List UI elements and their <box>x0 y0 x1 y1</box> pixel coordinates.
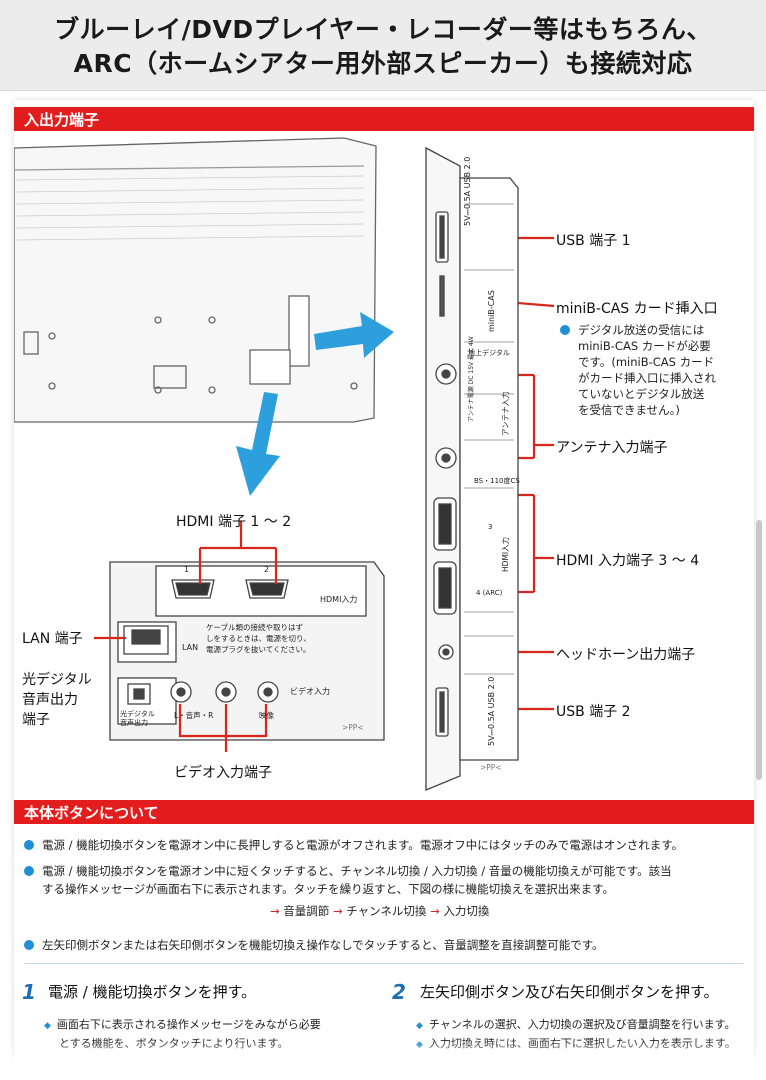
hdmi-in-panel-text: HDMI入力 <box>501 536 510 572</box>
cycle-arrow-icon: → <box>270 904 280 918</box>
label-headphone: ヘッドホーン出力端子 <box>556 647 696 663</box>
bottom-fade <box>0 1040 766 1080</box>
step-2-title: 左矢印側ボタン及び右矢印側ボタンを押す。 <box>420 983 719 1001</box>
hdmi-panel-label: HDMI入力 <box>320 595 358 604</box>
function-cycle: → 音量調節 → チャンネル切換 → 入力切換 <box>270 903 489 919</box>
video-sub-label: 映像 <box>259 711 274 720</box>
bullet-dot-icon <box>24 840 34 850</box>
hdmi3-panel-number: 3 <box>488 523 493 531</box>
side-panel-illustration <box>425 146 519 791</box>
usb2-panel-text: 5V⎓0.5A USB 2.0 <box>487 676 496 746</box>
step-1-number: 1 <box>22 980 36 1004</box>
step-2-number: 2 <box>392 980 406 1004</box>
cas-panel-text: miniB-CAS <box>487 290 496 332</box>
rear-panel-illustration <box>109 561 385 741</box>
bullet-2: 電源 / 機能切換ボタンを電源オン中に短くタッチすると、チャンネル切換 / 入力… <box>24 862 744 880</box>
usb1-panel-text: 5V⎓0.5A USB 2.0 <box>463 156 472 226</box>
terrestrial-panel-text: 地上デジタル <box>468 349 510 357</box>
hdmi4-panel-number: 4 (ARC) <box>476 589 503 597</box>
section-title: 本体ボタンについて <box>24 804 159 822</box>
bullet-1: 電源 / 機能切換ボタンを電源オン中に長押しすると電源がオフされます。電源オフ中… <box>24 836 744 854</box>
terminal-diagram <box>14 137 555 791</box>
bullet-2-cont: する操作メッセージが画面右下に表示されます。タッチを繰り返すと、下図の様に機能切… <box>42 882 615 896</box>
hdmi-port-number-2: 2 <box>264 565 270 574</box>
cycle-input: 入力切換 <box>443 904 490 918</box>
scrollbar[interactable] <box>756 520 762 780</box>
cycle-volume: 音量調節 <box>283 904 330 918</box>
section-header-buttons: 本体ボタンについて <box>14 800 754 824</box>
label-minib-cas: miniB-CAS カード挿入口 <box>556 301 718 317</box>
label-usb2: USB 端子 2 <box>556 704 631 720</box>
banner-line-2: ARC（ホームシアター用外部スピーカー）も接続対応 <box>73 49 693 78</box>
antenna-in-panel-text: アンテナ入力 <box>501 391 510 436</box>
label-lan: LAN 端子 <box>22 631 83 647</box>
step-1-title: 電源 / 機能切換ボタンを押す。 <box>48 983 257 1001</box>
section-header-io: 入出力端子 <box>14 107 754 131</box>
cycle-channel: チャンネル切換 <box>346 904 427 918</box>
antenna-power-text: アンテナ電源 DC 15V 最大 4W <box>468 336 475 422</box>
tv-back-illustration <box>14 137 377 423</box>
bullet-dot-icon <box>24 940 34 950</box>
bs-panel-text: BS・110度CS <box>474 477 520 485</box>
label-usb1: USB 端子 1 <box>556 233 631 249</box>
label-hdmi-1-2: HDMI 端子 1 ～ 2 <box>176 514 292 530</box>
divider <box>24 963 744 964</box>
promo-banner: ブルーレイ/DVDプレイヤー・レコーダー等はもちろん、 ARC（ホームシアター用… <box>0 0 766 91</box>
label-video-in: ビデオ入力端子 <box>174 765 272 781</box>
lan-panel-label: LAN <box>182 643 199 652</box>
hdmi-port-number-1: 1 <box>184 565 190 574</box>
caution-text: ケーブル類の接続や取りはずしをするときは、電源を切り、電源プラグを抜いてください… <box>206 623 311 654</box>
section-title: 入出力端子 <box>24 111 100 129</box>
audio-panel-label: L・音声・R <box>174 711 214 720</box>
label-hdmi-3-4: HDMI 入力端子 3 ～ 4 <box>556 553 700 569</box>
cycle-arrow-icon: → <box>430 904 440 918</box>
video-panel-label: ビデオ入力 <box>290 687 330 696</box>
bullet-dot-icon <box>24 866 34 876</box>
arrow-down-icon <box>236 392 280 496</box>
arrow-right-icon <box>314 312 394 358</box>
diamond-bullet-icon: ◆ <box>416 1021 423 1031</box>
pp-mark: >PP< <box>342 723 364 732</box>
bullet-dot-icon <box>560 325 570 335</box>
label-antenna: アンテナ入力端子 <box>556 440 668 456</box>
diamond-bullet-icon: ◆ <box>44 1021 51 1031</box>
cycle-arrow-icon: → <box>332 904 343 918</box>
cas-note: デジタル放送の受信には miniB-CAS カードが必要 です。(miniB-C… <box>560 322 716 418</box>
manual-page: 入出力端子 <box>14 100 754 1080</box>
side-pp-mark: >PP< <box>480 763 502 772</box>
banner-line-1: ブルーレイ/DVDプレイヤー・レコーダー等はもちろん、 <box>54 15 712 44</box>
bullet-3: 左矢印側ボタンまたは右矢印側ボタンを機能切換え操作なしでタッチすると、音量調整を… <box>24 936 744 954</box>
optical-panel-label: 光デジタル音声出力 <box>120 710 155 727</box>
label-optical: 光デジタル音声出力端子 <box>22 672 92 728</box>
